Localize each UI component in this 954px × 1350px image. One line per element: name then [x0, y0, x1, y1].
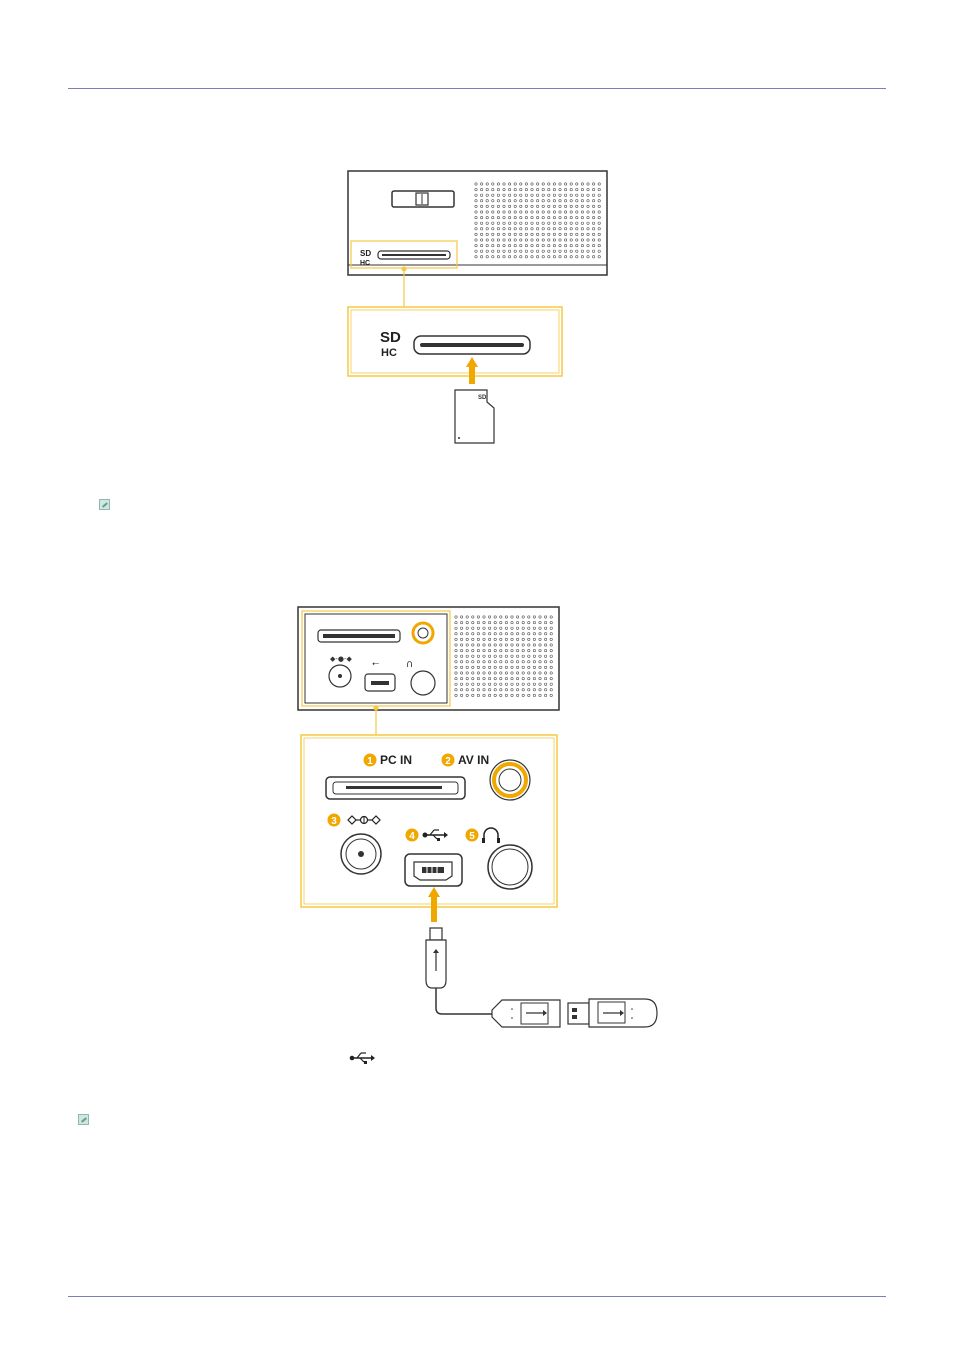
usb-inline-icon	[350, 1053, 375, 1064]
footer-rule	[68, 1296, 886, 1297]
dc-number: 3	[331, 816, 337, 827]
usb-cable	[426, 928, 657, 1027]
pc-in-label: PC IN	[380, 753, 412, 767]
av-in-number: 2	[445, 756, 451, 767]
av-in-label: AV IN	[458, 753, 489, 767]
svg-text:⭠: ⭠	[372, 659, 379, 669]
usb-number: 4	[409, 831, 415, 842]
connection-panel-figure: ◆-●-◆ ⭠ ∩ 1 PC IN 2 AV IN	[0, 0, 954, 1100]
svg-text:∩: ∩	[406, 659, 413, 670]
pc-in-number: 1	[367, 756, 373, 767]
earphone-port	[488, 845, 532, 889]
av-in-port	[490, 760, 530, 800]
note-pencil-icon	[78, 1114, 89, 1125]
projector-side-view: ◆-●-◆ ⭠ ∩	[298, 607, 559, 711]
earphone-number: 5	[469, 831, 475, 842]
pc-in-port	[326, 777, 465, 799]
connection-zoom-panel: 1 PC IN 2 AV IN 3 4	[301, 735, 557, 907]
dc-power-port	[341, 834, 381, 874]
usb-port	[405, 854, 462, 886]
svg-text:◆-●-◆: ◆-●-◆	[330, 655, 353, 663]
